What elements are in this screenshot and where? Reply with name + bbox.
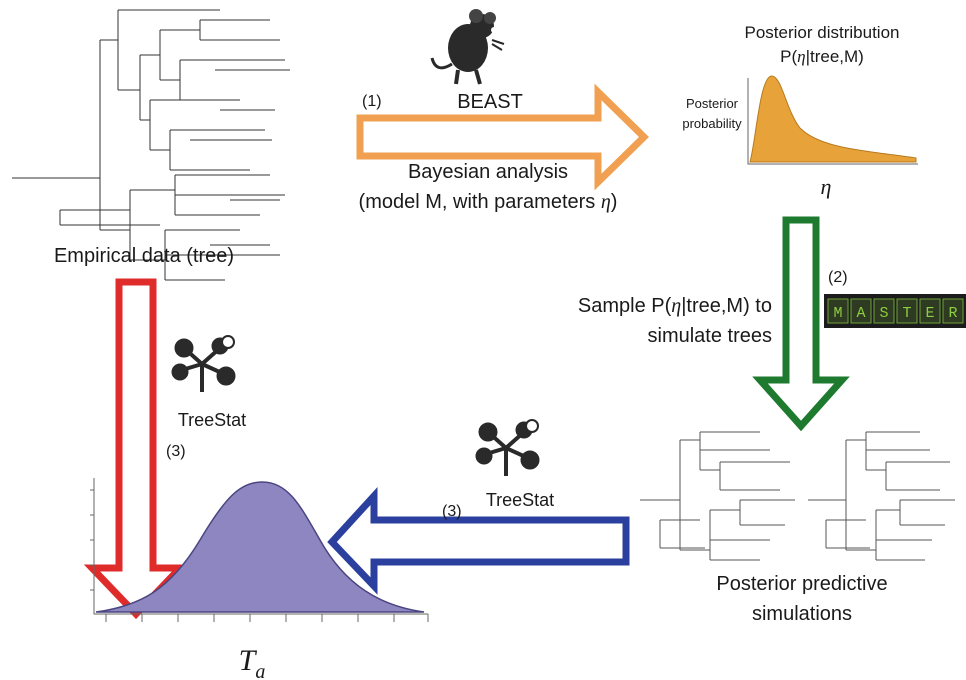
posterior-ylabel-2: probability [682, 116, 742, 131]
sample-label: Sample P(η|tree,M) to [578, 295, 772, 317]
arrow-step3-blue [327, 486, 630, 595]
statistic-label: Ta [239, 644, 266, 680]
posterior-formula: P(η|tree,M) [780, 47, 864, 66]
master-logo-letter: R [948, 305, 957, 322]
simulations-caption-2: simulations [752, 603, 852, 625]
master-logo-letter: T [902, 305, 911, 322]
bayesian-analysis-label: Bayesian analysis [408, 161, 568, 183]
step1-number: (1) [362, 93, 382, 110]
arrow-step1 [356, 83, 650, 191]
model-label: (model M, with parameters η) [359, 191, 618, 213]
treestat-label-blue: TreeStat [486, 490, 554, 510]
master-logo-tile [919, 298, 941, 324]
master-logo-letter: A [856, 305, 865, 322]
master-logo-letter: E [925, 305, 934, 322]
master-logo-letter: M [833, 305, 842, 322]
master-logo-tile [942, 298, 964, 324]
posterior-title: Posterior distribution [745, 23, 900, 42]
treestat-icon [475, 419, 540, 476]
posterior-ylabel-1: Posterior [686, 96, 739, 111]
step2-number: (2) [828, 269, 848, 286]
mouse-icon [430, 9, 505, 85]
master-logo-tile [873, 298, 895, 324]
posterior-axes [747, 78, 918, 165]
statistic-distribution [95, 481, 425, 613]
simulated-tree-2 [808, 431, 955, 561]
statistic-axes [90, 478, 429, 622]
beast-label: BEAST [457, 91, 523, 113]
simulated-tree-1 [640, 431, 795, 561]
posterior-xlabel: η [821, 174, 832, 199]
master-logo-tile [850, 298, 872, 324]
empirical-caption: Empirical data (tree) [54, 245, 234, 267]
posterior-curve [749, 75, 917, 163]
simulate-label: simulate trees [648, 325, 773, 347]
treestat-label-red: TreeStat [178, 410, 246, 430]
master-logo-tile [827, 298, 849, 324]
arrow-step2 [752, 216, 850, 432]
treestat-icon [171, 335, 236, 392]
master-logo-letter: S [879, 305, 888, 322]
simulations-caption-1: Posterior predictive [716, 573, 887, 595]
empirical-tree [12, 9, 290, 281]
step3-blue-number: (3) [442, 503, 462, 520]
master-logo-tile [896, 298, 918, 324]
step3-red-number: (3) [166, 443, 186, 460]
